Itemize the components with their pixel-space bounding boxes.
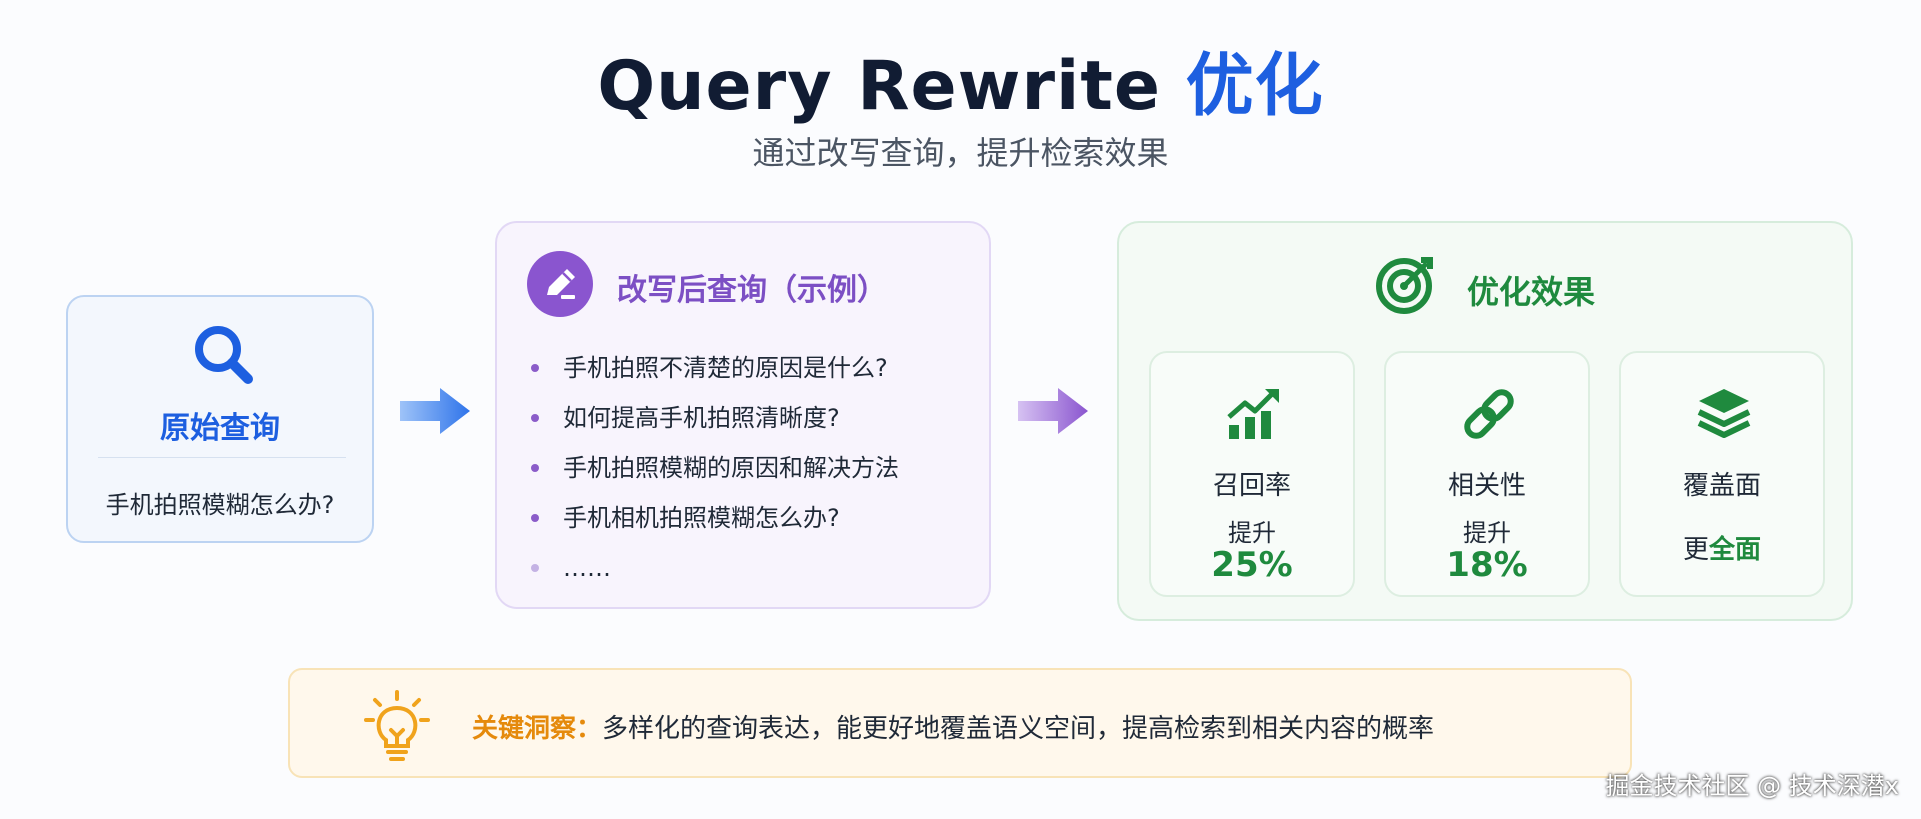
link-icon xyxy=(1464,389,1514,439)
original-query-heading: 原始查询 xyxy=(160,411,280,446)
list-item: 手机相机拍照模糊怎么办? xyxy=(527,493,899,543)
watermark: 掘金技术社区 @ 技术深潜x xyxy=(1605,772,1899,800)
rewritten-query-heading: 改写后查询（示例） xyxy=(617,273,887,308)
results-heading: 优化效果 xyxy=(1467,273,1596,311)
original-query-text: 手机拍照模糊怎么办? xyxy=(105,491,335,519)
page-subtitle: 通过改写查询，提升检索效果 xyxy=(752,134,1169,172)
rewritten-query-card: 改写后查询（示例） 手机拍照不清楚的原因是什么? 如何提高手机拍照清晰度? 手机… xyxy=(495,221,991,609)
title-accent: 优化 xyxy=(1185,47,1324,126)
metric-coverage: 覆盖面 更全面 xyxy=(1619,351,1825,597)
metric-value-prefix: 更 xyxy=(1682,535,1709,565)
original-query-card: 原始查询 手机拍照模糊怎么办? xyxy=(66,295,374,543)
trend-up-bar-icon xyxy=(1227,389,1279,439)
layers-icon xyxy=(1697,389,1751,438)
bullet-dot xyxy=(531,364,539,372)
list-item: 如何提高手机拍照清晰度? xyxy=(527,393,899,443)
metric-value: 更全面 xyxy=(1621,529,1823,566)
list-item-text: 如何提高手机拍照清晰度? xyxy=(563,404,840,432)
list-item-text: 手机相机拍照模糊怎么办? xyxy=(563,504,840,532)
metric-sub: 提升 xyxy=(1463,519,1511,547)
insight-key: 关键洞察： xyxy=(472,714,603,744)
list-item-text: 手机拍照不清楚的原因是什么? xyxy=(563,354,888,382)
rewritten-query-list: 手机拍照不清楚的原因是什么? 如何提高手机拍照清晰度? 手机拍照模糊的原因和解决… xyxy=(527,343,899,593)
metric-relevance: 相关性 提升 18% xyxy=(1384,351,1590,597)
list-item: …… xyxy=(527,543,899,593)
list-item: 手机拍照模糊的原因和解决方法 xyxy=(527,443,899,493)
list-item-text: …… xyxy=(563,554,611,582)
bullet-dot xyxy=(531,464,539,472)
arrow-right-icon xyxy=(400,388,470,434)
insight-body: 多样化的查询表达，能更好地覆盖语义空间，提高检索到相关内容的概率 xyxy=(602,714,1435,744)
lightbulb-icon xyxy=(364,690,430,761)
metric-sub: 提升 xyxy=(1228,519,1276,547)
metric-value: 18% xyxy=(1446,545,1528,585)
insight-banner: 关键洞察：多样化的查询表达，能更好地覆盖语义空间，提高检索到相关内容的概率 xyxy=(288,668,1632,778)
metric-label: 召回率 xyxy=(1212,471,1291,501)
page-title: Query Rewrite 优化 xyxy=(0,30,1921,129)
metric-label: 覆盖面 xyxy=(1682,471,1761,501)
metric-value-emphasis: 全面 xyxy=(1709,535,1762,565)
title-main: Query Rewrite xyxy=(597,47,1186,126)
bullet-dot xyxy=(531,564,539,572)
results-card: 优化效果 召回率 提升 25% 相关性 提升 18% 覆盖面 更 xyxy=(1117,221,1853,621)
search-icon xyxy=(195,326,253,384)
metric-recall: 召回率 提升 25% xyxy=(1149,351,1355,597)
target-icon xyxy=(1376,257,1433,314)
arrow-right-icon xyxy=(1018,388,1088,434)
metric-label: 相关性 xyxy=(1447,471,1526,501)
insight-text: 关键洞察：多样化的查询表达，能更好地覆盖语义空间，提高检索到相关内容的概率 xyxy=(472,708,1434,745)
bullet-dot xyxy=(531,514,539,522)
edit-pen-icon xyxy=(527,251,593,317)
list-item: 手机拍照不清楚的原因是什么? xyxy=(527,343,899,393)
divider xyxy=(98,457,346,458)
bullet-dot xyxy=(531,414,539,422)
list-item-text: 手机拍照模糊的原因和解决方法 xyxy=(563,454,899,482)
metric-value: 25% xyxy=(1211,545,1293,585)
